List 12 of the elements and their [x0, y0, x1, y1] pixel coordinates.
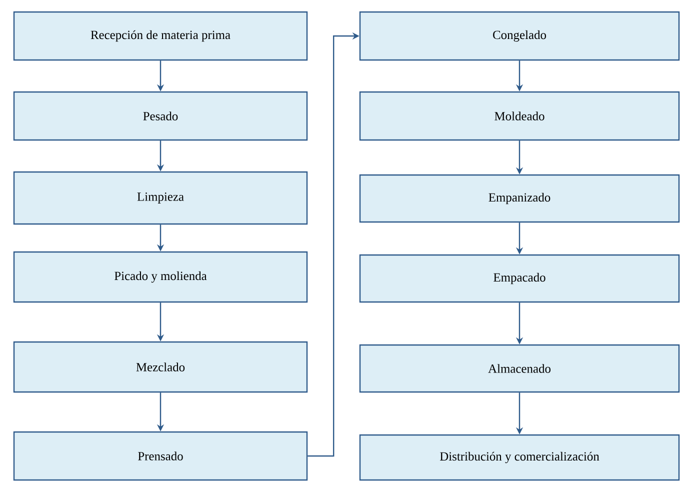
- process-box: Congelado: [359, 11, 680, 61]
- process-box: Recepción de materia prima: [13, 11, 308, 61]
- process-box: Mezclado: [13, 341, 308, 393]
- process-box: Empacado: [359, 254, 680, 303]
- process-box: Distribución y comercialización: [359, 434, 680, 481]
- process-box: Limpieza: [13, 171, 308, 225]
- process-box: Prensado: [13, 431, 308, 481]
- process-box: Empanizado: [359, 174, 680, 223]
- process-box: Pesado: [13, 91, 308, 141]
- process-box: Picado y molienda: [13, 251, 308, 303]
- process-box: Almacenado: [359, 344, 680, 393]
- process-box: Moldeado: [359, 91, 680, 141]
